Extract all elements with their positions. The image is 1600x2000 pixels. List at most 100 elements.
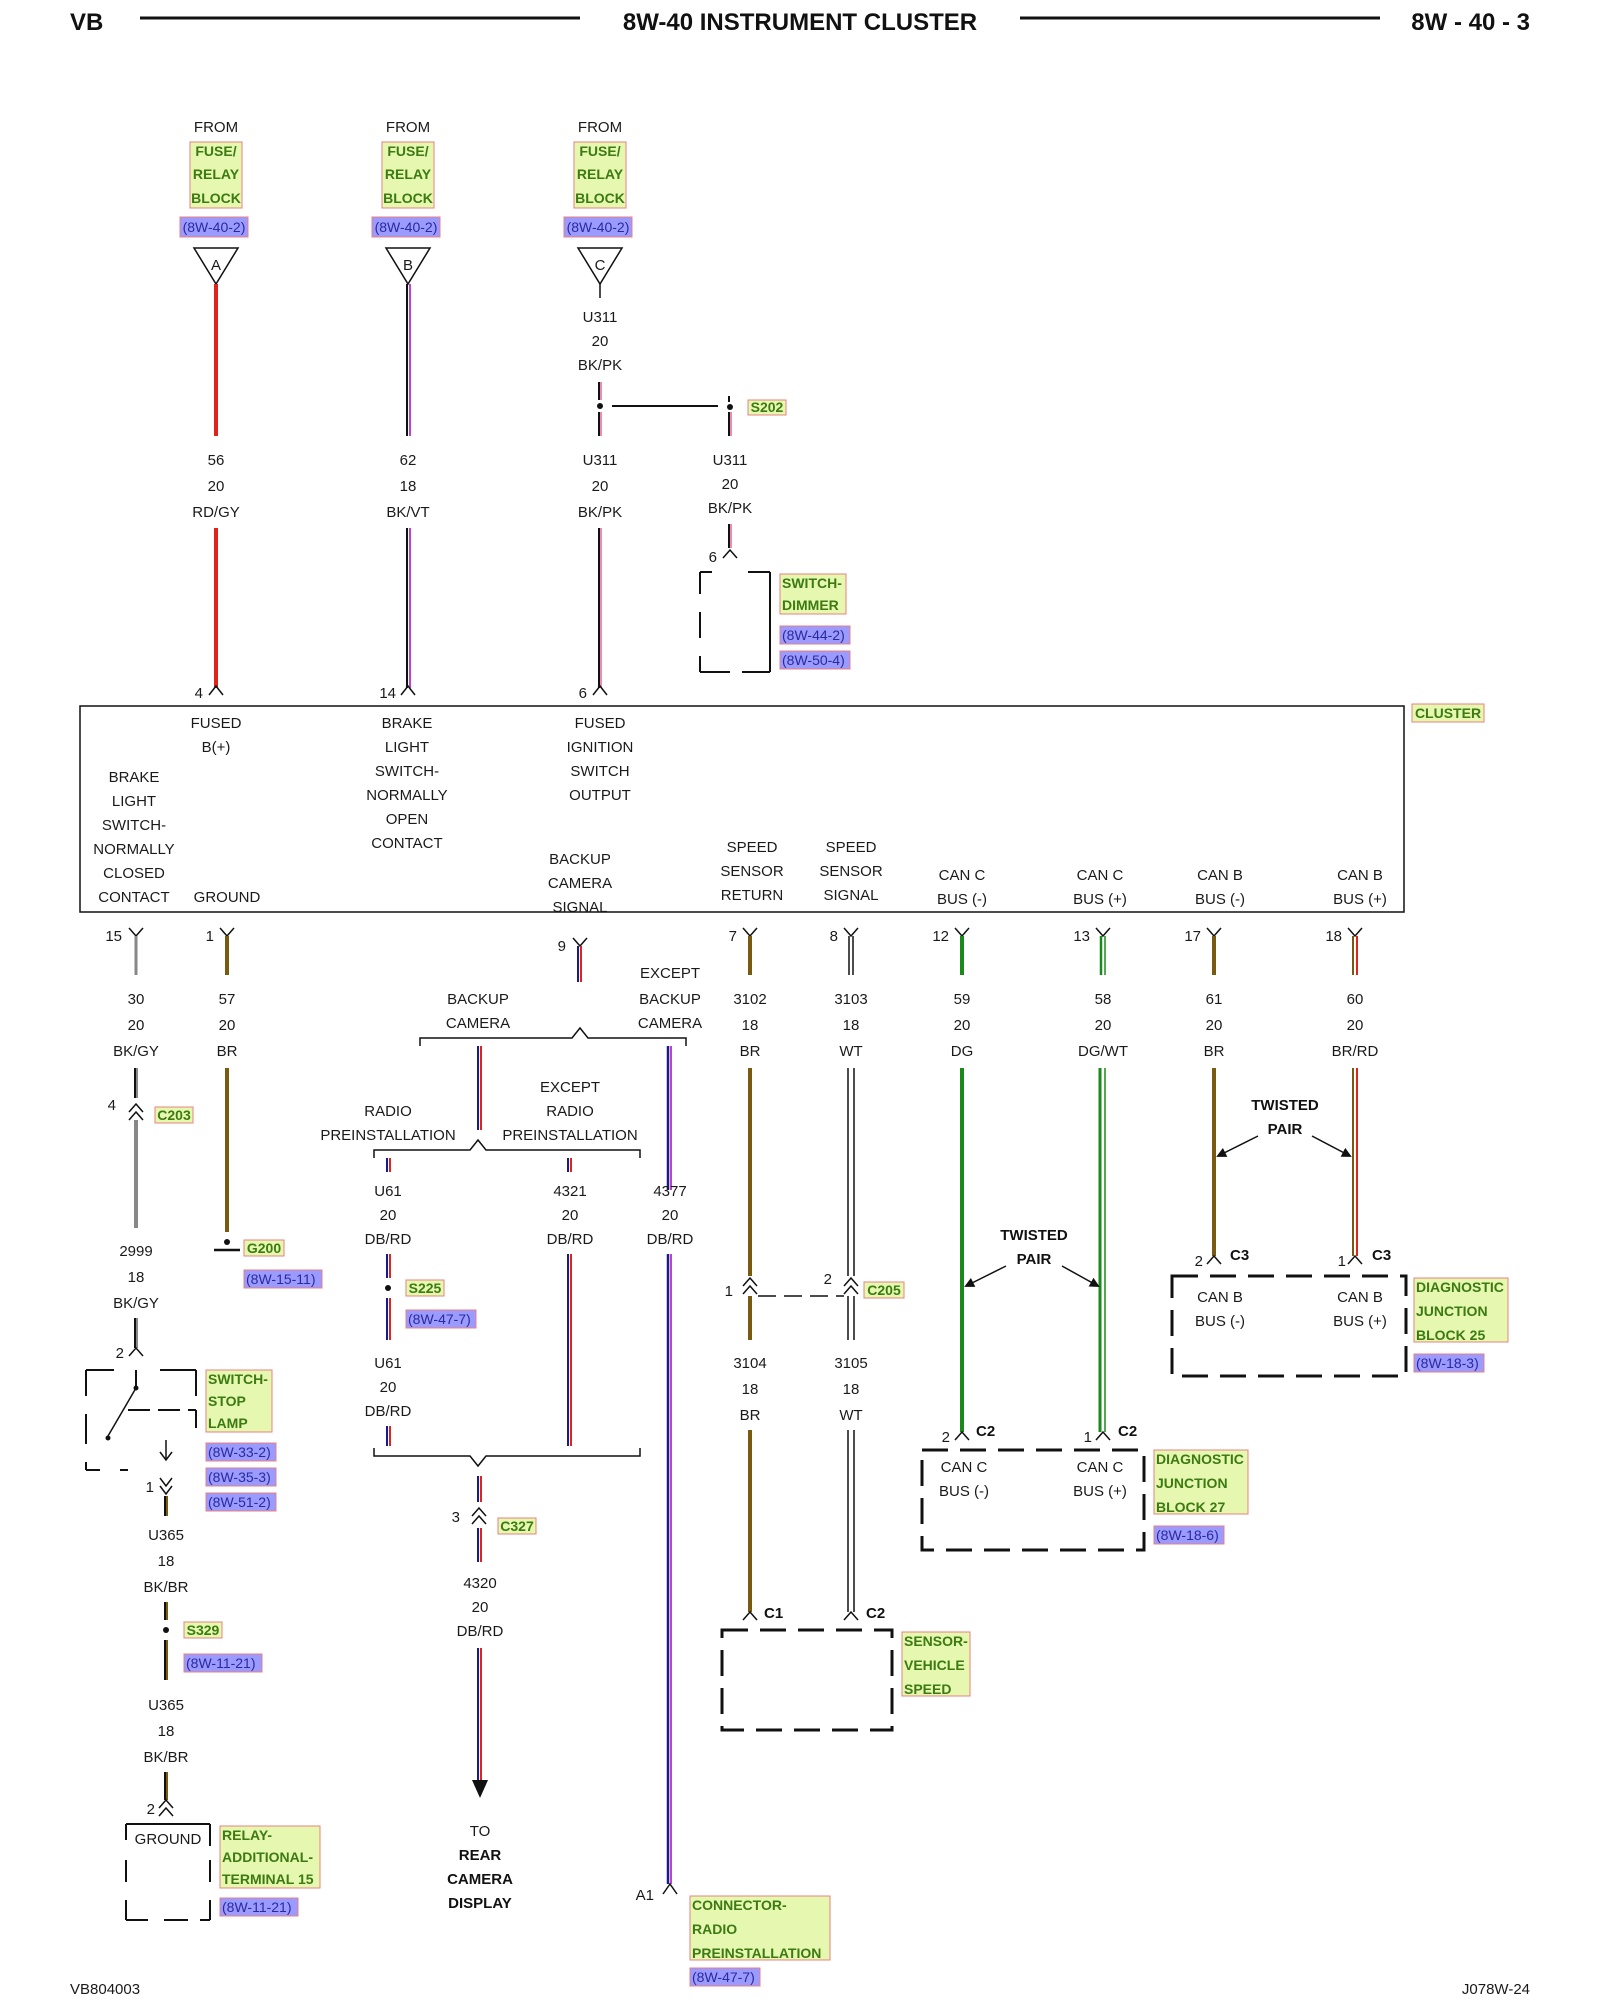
svg-text:DB/RD: DB/RD	[457, 1623, 504, 1640]
svg-text:C205: C205	[867, 1282, 901, 1298]
connector-radio-preinstallation: A1 CONNECTOR- RADIO PREINSTALLATION (8W-…	[636, 1882, 831, 1987]
wire-30: 30 20 BK/GY 4 C203	[108, 991, 194, 1228]
svg-text:3105: 3105	[834, 1355, 867, 1372]
svg-text:CONNECTOR-: CONNECTOR-	[692, 1897, 787, 1913]
ref-link[interactable]: (8W-40-2)	[183, 219, 246, 235]
svg-text:BR/RD: BR/RD	[1332, 1043, 1379, 1060]
ref-link[interactable]: (8W-44-2)	[782, 627, 845, 643]
ref-link[interactable]: (8W-40-2)	[567, 219, 630, 235]
svg-text:18: 18	[1325, 928, 1342, 945]
ground-g200: G200 (8W-15-11)	[214, 1239, 323, 1289]
svg-text:SIGNAL: SIGNAL	[823, 887, 878, 904]
svg-text:FUSE/: FUSE/	[579, 143, 620, 159]
svg-text:SPEED: SPEED	[826, 839, 877, 856]
ref-link[interactable]: (8W-35-3)	[208, 1469, 271, 1485]
svg-text:61: 61	[1206, 991, 1223, 1008]
svg-text:B(+): B(+)	[202, 739, 231, 756]
svg-text:20: 20	[562, 1207, 579, 1224]
ref-link[interactable]: (8W-47-7)	[408, 1311, 471, 1327]
wire-58: 58 20 DG/WT 1 C2	[1078, 991, 1137, 1446]
svg-text:PREINSTALLATION: PREINSTALLATION	[320, 1127, 455, 1144]
svg-text:14: 14	[379, 685, 396, 702]
wire-56-label: 56 20 RD/GY 4	[192, 452, 240, 702]
svg-text:U365: U365	[148, 1697, 184, 1714]
wire-3105: 3105 18 WT C2	[834, 1355, 885, 1622]
svg-text:20: 20	[128, 1017, 145, 1034]
svg-text:30: 30	[128, 991, 145, 1008]
cluster-box: CLUSTER FUSED B(+) BRAKE LIGHT SWITCH- N…	[79, 703, 1485, 916]
ref-link[interactable]: (8W-50-4)	[782, 652, 845, 668]
svg-text:U365: U365	[148, 1527, 184, 1544]
svg-text:FROM: FROM	[194, 119, 238, 136]
svg-text:CAN C: CAN C	[1077, 867, 1124, 884]
svg-text:OUTPUT: OUTPUT	[569, 787, 631, 804]
footer-right: J078W-24	[1462, 1981, 1530, 1998]
svg-text:57: 57	[219, 991, 236, 1008]
ref-link[interactable]: (8W-33-2)	[208, 1444, 271, 1460]
svg-text:BR: BR	[740, 1407, 761, 1424]
svg-text:BK/PK: BK/PK	[708, 500, 752, 517]
svg-text:BRAKE: BRAKE	[109, 769, 160, 786]
svg-text:LIGHT: LIGHT	[112, 793, 156, 810]
svg-text:SWITCH-: SWITCH-	[782, 575, 842, 591]
svg-text:CONTACT: CONTACT	[98, 889, 169, 906]
svg-text:CAN B: CAN B	[1337, 867, 1383, 884]
ref-link[interactable]: (8W-40-2)	[375, 219, 438, 235]
svg-text:C: C	[595, 257, 606, 274]
svg-text:CLOSED: CLOSED	[103, 865, 165, 882]
svg-text:S225: S225	[409, 1280, 442, 1296]
wire-3104: 3104 18 BR C1	[733, 1355, 783, 1622]
svg-text:1: 1	[725, 1283, 733, 1300]
svg-text:RADIO: RADIO	[692, 1921, 737, 1937]
svg-text:RELAY-: RELAY-	[222, 1827, 272, 1843]
svg-text:WT: WT	[839, 1407, 862, 1424]
ref-link[interactable]: (8W-51-2)	[208, 1494, 271, 1510]
svg-text:BUS (+): BUS (+)	[1073, 891, 1127, 908]
svg-text:18: 18	[158, 1553, 175, 1570]
svg-text:NORMALLY: NORMALLY	[366, 787, 447, 804]
svg-text:56: 56	[208, 452, 225, 469]
svg-text:4: 4	[108, 1097, 116, 1114]
svg-text:JUNCTION: JUNCTION	[1156, 1475, 1228, 1491]
splice-s202: S202	[727, 396, 787, 436]
svg-text:BUS (+): BUS (+)	[1073, 1483, 1127, 1500]
svg-text:BLOCK: BLOCK	[575, 190, 625, 206]
svg-text:18: 18	[843, 1381, 860, 1398]
wire-u311-label: U311 20 BK/PK 6	[578, 452, 622, 702]
ref-link[interactable]: (8W-47-7)	[692, 1969, 755, 1985]
wire-62-label: 62 18 BK/VT 14	[379, 452, 429, 702]
svg-text:STOP: STOP	[208, 1393, 246, 1409]
svg-text:DIAGNOSTIC: DIAGNOSTIC	[1416, 1279, 1504, 1295]
svg-text:CAN C: CAN C	[939, 867, 986, 884]
svg-text:20: 20	[954, 1017, 971, 1034]
svg-text:CAMERA: CAMERA	[548, 875, 612, 892]
cluster-label: CLUSTER	[1415, 705, 1481, 721]
wire-u61-b: U61 20 DB/RD	[365, 1355, 412, 1446]
svg-text:18: 18	[128, 1269, 145, 1286]
svg-text:20: 20	[208, 478, 225, 495]
svg-text:U311: U311	[583, 309, 618, 326]
svg-text:SWITCH-: SWITCH-	[102, 817, 166, 834]
svg-text:DG: DG	[951, 1043, 974, 1060]
ref-link[interactable]: (8W-11-21)	[186, 1655, 256, 1671]
svg-text:4321: 4321	[553, 1183, 586, 1200]
ref-link[interactable]: (8W-18-6)	[1156, 1527, 1219, 1543]
relay-additional-terminal: GROUND RELAY- ADDITIONAL- TERMINAL 15 (8…	[125, 1823, 321, 1921]
svg-text:BK/GY: BK/GY	[113, 1295, 159, 1312]
wire-62-upper	[406, 284, 411, 436]
svg-text:BR: BR	[1204, 1043, 1225, 1060]
svg-text:9: 9	[558, 938, 566, 955]
svg-text:FUSE/: FUSE/	[387, 143, 428, 159]
svg-text:DISPLAY: DISPLAY	[448, 1895, 512, 1912]
svg-text:1: 1	[1084, 1429, 1092, 1446]
ref-link[interactable]: (8W-15-11)	[246, 1271, 316, 1287]
ref-link[interactable]: (8W-11-21)	[222, 1899, 292, 1915]
svg-text:BUS (+): BUS (+)	[1333, 1313, 1387, 1330]
svg-text:CONTACT: CONTACT	[371, 835, 442, 852]
twisted-pair-can-c: TWISTED PAIR	[964, 1227, 1100, 1287]
svg-text:BACKUP: BACKUP	[549, 851, 611, 868]
ref-link[interactable]: (8W-18-3)	[1416, 1355, 1479, 1371]
svg-text:18: 18	[742, 1017, 759, 1034]
svg-text:C327: C327	[500, 1518, 534, 1534]
